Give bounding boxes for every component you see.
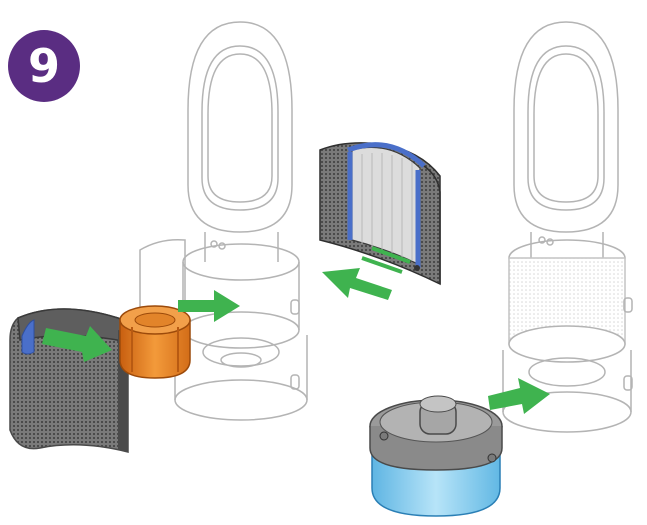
carbon-filter-cylinder: [120, 306, 190, 378]
insert-arrow-hepa: [322, 248, 410, 300]
insert-arrow-tank: [488, 378, 550, 414]
hepa-filter-shroud: [10, 309, 128, 452]
water-tank: [370, 396, 502, 516]
step-badge: 9: [8, 30, 80, 102]
fan-unit-outline-right: [503, 22, 632, 432]
